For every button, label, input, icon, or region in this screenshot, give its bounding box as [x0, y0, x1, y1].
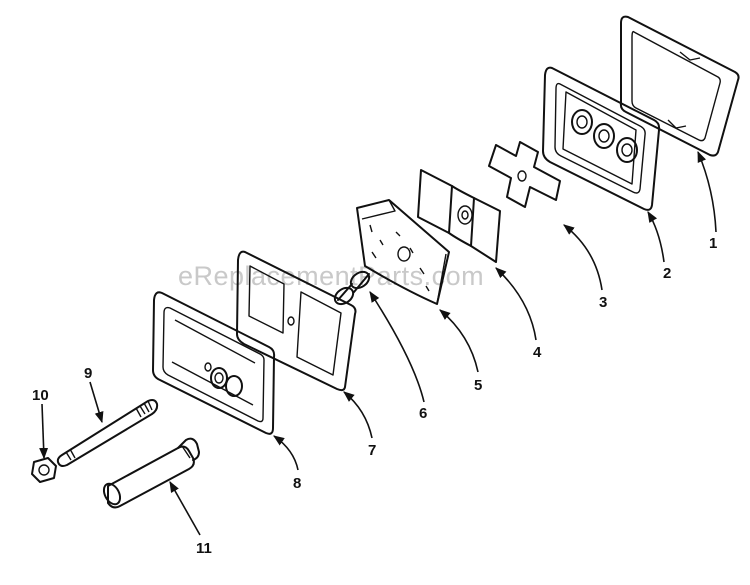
leader-11 — [169, 481, 201, 536]
leader-lines — [39, 150, 717, 536]
callout-10: 10 — [32, 387, 49, 404]
part-10-nut — [31, 457, 57, 483]
callout-labels: 1 2 3 4 5 6 7 8 9 10 11 — [32, 235, 717, 557]
part-5-block — [356, 199, 450, 305]
part-8-panel — [152, 291, 276, 435]
part-6-spacer — [333, 270, 371, 306]
leader-8 — [273, 435, 299, 471]
part-7-gasket — [236, 250, 357, 392]
leader-5 — [439, 309, 479, 373]
part-2-panel — [542, 66, 661, 211]
leader-7 — [343, 391, 373, 439]
callout-8: 8 — [293, 475, 301, 492]
part-9-threaded-rod — [56, 399, 159, 467]
leader-4 — [495, 267, 537, 341]
leader-2 — [647, 211, 665, 263]
leader-6 — [369, 291, 425, 403]
leader-9 — [89, 381, 104, 424]
callout-1: 1 — [709, 235, 717, 252]
leader-10 — [39, 403, 49, 460]
leader-1 — [697, 150, 717, 233]
watermark-text: eReplacementParts.com — [178, 261, 484, 291]
part-3-cross-plate — [488, 141, 561, 208]
part-1-gasket — [619, 15, 740, 157]
callout-3: 3 — [599, 294, 607, 311]
callout-7: 7 — [368, 442, 376, 459]
part-4-bracket — [417, 169, 501, 263]
callout-11: 11 — [196, 540, 212, 557]
callout-4: 4 — [533, 344, 542, 361]
callout-6: 6 — [419, 405, 427, 422]
part-11-pin — [102, 437, 200, 509]
callout-2: 2 — [663, 265, 671, 282]
callout-5: 5 — [474, 377, 482, 394]
leader-3 — [563, 224, 603, 291]
callout-9: 9 — [84, 365, 92, 382]
